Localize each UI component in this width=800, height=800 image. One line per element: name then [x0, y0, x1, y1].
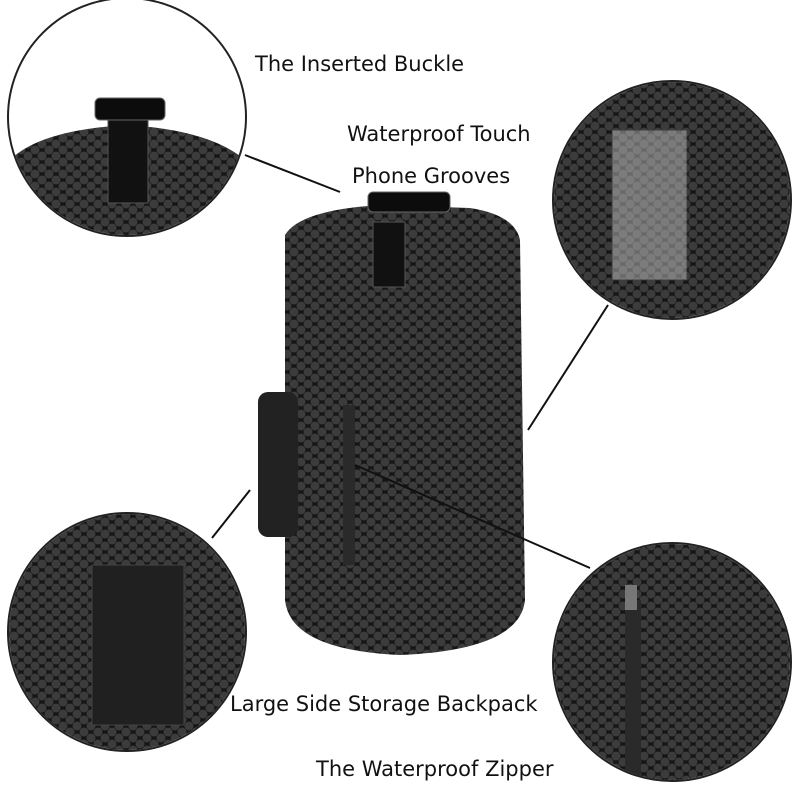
- leader-line-side: [211, 489, 251, 539]
- leader-line-buckle: [244, 154, 341, 193]
- zipper-closeup: [554, 544, 790, 780]
- label-inserted-buckle: The Inserted Buckle: [255, 52, 465, 76]
- label-phone-grooves: Phone Grooves: [352, 164, 511, 188]
- touch-window: [611, 129, 688, 281]
- label-waterproof-touch: Waterproof Touch: [347, 122, 531, 146]
- phone-groove-closeup: [554, 82, 790, 318]
- buckle-strap: [372, 221, 406, 288]
- buckle-closeup: [10, 97, 245, 235]
- zipper: [343, 405, 355, 565]
- side-storage-closeup: [9, 514, 245, 750]
- leader-line-phone: [527, 304, 609, 431]
- label-waterproof-zipper: The Waterproof Zipper: [316, 757, 554, 781]
- backpack: [258, 191, 525, 655]
- label-side-storage: Large Side Storage Backpack: [230, 692, 538, 716]
- leader-line-zipper: [354, 464, 591, 569]
- buckle: [367, 191, 451, 213]
- side-mesh-pocket: [258, 392, 298, 537]
